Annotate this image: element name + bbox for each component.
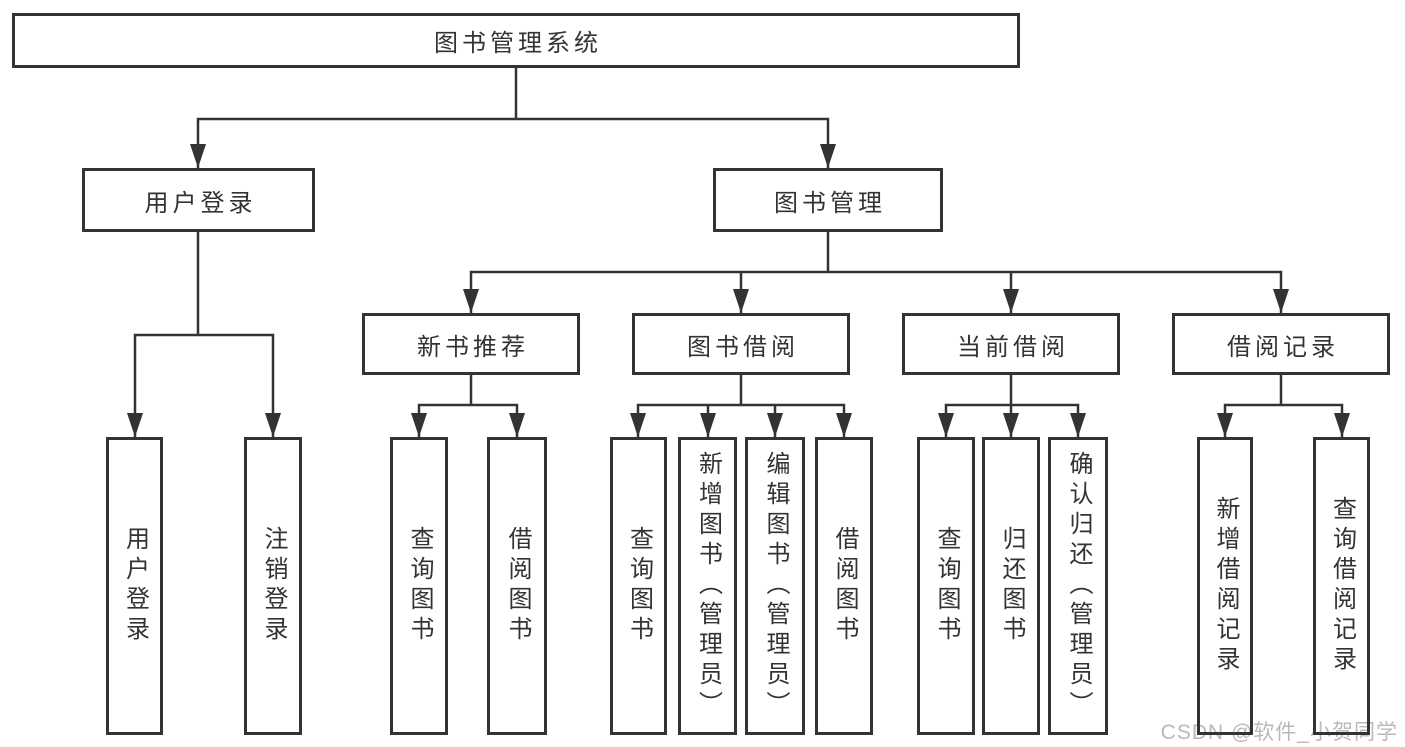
- node-label: 当前借阅: [957, 333, 1069, 361]
- node-label: 借阅记录: [1227, 333, 1339, 361]
- connector-borrow-records-to-leaves: [1223, 375, 1344, 437]
- node-borrow-records: 借阅记录: [1172, 313, 1390, 375]
- leaf-query-books-current: 查询图书: [917, 437, 975, 735]
- node-label: 查询借阅记录: [1328, 496, 1356, 676]
- connector-root-to-level2: [196, 68, 830, 168]
- node-label: 借阅图书: [504, 526, 531, 646]
- arrowheads: [127, 144, 1350, 437]
- arrowhead: [767, 413, 783, 437]
- node-label: 图书管理: [774, 189, 886, 217]
- leaf-borrow-books: 借阅图书: [815, 437, 873, 735]
- arrowhead: [836, 413, 852, 437]
- node-label: 新书推荐: [417, 333, 529, 361]
- connector-user-login-to-leaves: [133, 232, 275, 437]
- node-book-management: 图书管理: [713, 168, 943, 232]
- arrowhead: [127, 413, 143, 437]
- node-label: 编辑图书（管理员）: [762, 451, 789, 721]
- arrowhead: [509, 413, 525, 437]
- arrowhead: [463, 289, 479, 313]
- node-label: 注销登录: [260, 526, 287, 646]
- arrowhead: [411, 413, 427, 437]
- arrowhead: [820, 144, 836, 168]
- leaf-query-borrow-record: 查询借阅记录: [1313, 437, 1370, 735]
- arrowhead: [1003, 413, 1019, 437]
- node-label: 图书管理系统: [434, 30, 602, 57]
- arrowhead: [1070, 413, 1086, 437]
- leaf-confirm-return-admin: 确认归还（管理员）: [1048, 437, 1108, 735]
- node-book-borrow: 图书借阅: [632, 313, 850, 375]
- arrowhead: [265, 413, 281, 437]
- leaf-user-login: 用户登录: [106, 437, 163, 735]
- node-label: 用户登录: [121, 526, 149, 646]
- node-label: 图书借阅: [687, 333, 799, 361]
- leaf-borrow-books-recommend: 借阅图书: [487, 437, 547, 735]
- node-current-borrow: 当前借阅: [902, 313, 1120, 375]
- leaf-logout: 注销登录: [244, 437, 302, 735]
- node-label: 查询图书: [625, 526, 653, 646]
- node-label: 查询图书: [933, 526, 960, 646]
- leaf-add-borrow-record: 新增借阅记录: [1197, 437, 1253, 735]
- leaf-edit-book-admin: 编辑图书（管理员）: [745, 437, 805, 735]
- arrowhead: [1273, 289, 1289, 313]
- arrowhead: [938, 413, 954, 437]
- node-label: 归还图书: [998, 526, 1025, 646]
- node-label: 新增借阅记录: [1212, 496, 1239, 676]
- node-label: 确认归还（管理员）: [1065, 451, 1092, 721]
- leaf-return-books: 归还图书: [982, 437, 1040, 735]
- node-label: 查询图书: [406, 526, 433, 646]
- node-label: 借阅图书: [831, 526, 858, 646]
- node-label: 用户登录: [144, 189, 257, 217]
- arrowhead: [630, 413, 646, 437]
- watermark-text: CSDN @软件_小贺同学: [1160, 721, 1398, 744]
- arrowhead: [1334, 413, 1350, 437]
- leaf-query-books-recommend: 查询图书: [390, 437, 448, 735]
- arrowhead: [1217, 413, 1233, 437]
- connector-new-book-to-leaves: [417, 375, 519, 437]
- node-user-login: 用户登录: [82, 168, 315, 232]
- arrowhead: [190, 144, 206, 168]
- node-label: 新增图书（管理员）: [694, 451, 722, 721]
- node-library-management-system: 图书管理系统: [12, 13, 1020, 68]
- connector-book-management-to-level3: [469, 232, 1283, 313]
- arrowhead: [733, 289, 749, 313]
- connector-book-borrow-to-leaves: [636, 375, 846, 437]
- arrowhead: [1003, 289, 1019, 313]
- node-new-book-recommend: 新书推荐: [362, 313, 580, 375]
- leaf-add-book-admin: 新增图书（管理员）: [678, 437, 737, 735]
- leaf-query-books-borrow: 查询图书: [610, 437, 667, 735]
- arrowhead: [700, 413, 716, 437]
